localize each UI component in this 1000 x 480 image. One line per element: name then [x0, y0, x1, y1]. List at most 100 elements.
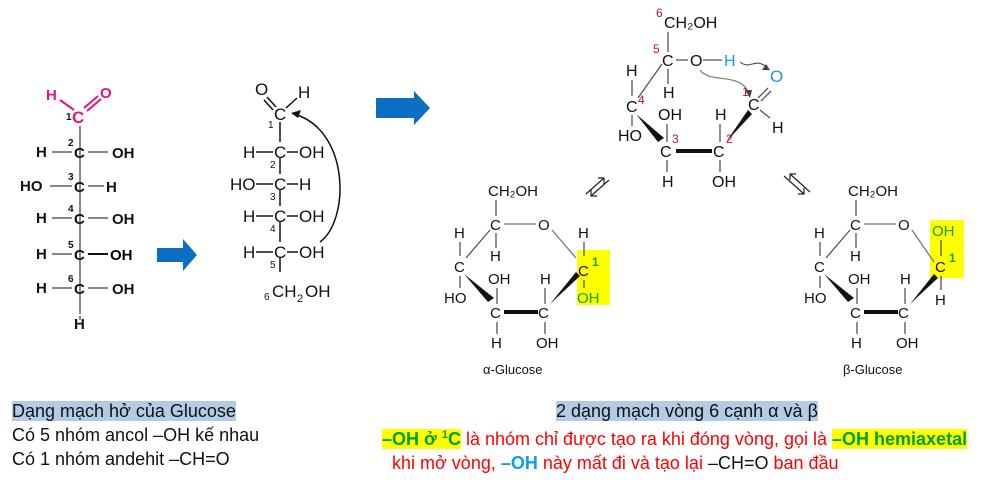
svg-text:6: 6: [264, 292, 270, 303]
svg-text:H: H: [715, 107, 727, 124]
right-caption-line-1: –OH ở 1C là nhóm chỉ được tạo ra khi đón…: [382, 429, 968, 449]
alpha-glucose-label: α-Glucose: [483, 362, 543, 377]
beta-glucose-label: β-Glucose: [843, 362, 903, 377]
svg-text:2: 2: [726, 132, 733, 146]
svg-text:H: H: [814, 225, 825, 242]
svg-text:C: C: [274, 143, 286, 162]
svg-text:CH₂OH: CH₂OH: [664, 15, 717, 32]
svg-text:C: C: [626, 99, 638, 116]
svg-text:O: O: [255, 80, 268, 99]
svg-text:H: H: [454, 225, 465, 242]
fischer-row-2: H 2 C OH: [36, 138, 135, 162]
svg-text:C: C: [274, 243, 286, 262]
svg-text:5: 5: [653, 42, 660, 56]
glucose-open-chain-fischer: H O 1 C H 2 C OH HO 3 C H H 4 C OH H 5 C…: [20, 85, 135, 333]
svg-text:H: H: [36, 246, 47, 263]
oh-c1-highlight: –OH ở 1C: [382, 429, 461, 449]
svg-text:H: H: [850, 248, 861, 265]
svg-text:1: 1: [949, 251, 956, 265]
svg-text:OH: OH: [712, 174, 736, 191]
ring-forms-title: 2 dạng mạch vòng 6 cạnh α và β: [556, 401, 818, 421]
svg-text:6: 6: [68, 274, 74, 285]
svg-text:CH: CH: [272, 282, 297, 301]
svg-text:3: 3: [672, 132, 679, 146]
svg-text:OH: OH: [658, 107, 682, 124]
aldehyde-c: C: [72, 108, 84, 127]
svg-text:C: C: [898, 305, 909, 322]
svg-text:OH: OH: [299, 243, 325, 262]
svg-text:3: 3: [68, 172, 74, 183]
svg-text:H: H: [36, 210, 47, 227]
svg-text:H: H: [900, 271, 911, 288]
svg-text:H: H: [243, 207, 255, 226]
svg-text:C: C: [454, 259, 465, 276]
right-arrow-large-icon: [376, 91, 430, 125]
svg-text:OH: OH: [305, 282, 331, 301]
svg-text:OH: OH: [577, 290, 600, 307]
svg-text:2: 2: [270, 160, 276, 171]
svg-text:C: C: [74, 247, 85, 264]
svg-text:H: H: [106, 179, 117, 196]
c1-highlight: [577, 250, 610, 305]
svg-text:H: H: [851, 335, 862, 352]
fischer-row-6: H 6 C OH: [36, 274, 135, 298]
open-chain-note-2: Có 1 nhóm andehit –CH=O: [12, 449, 230, 469]
aldehyde-h: H: [46, 87, 57, 104]
svg-text:5: 5: [68, 240, 74, 251]
svg-text:OH: OH: [299, 207, 325, 226]
svg-text:4: 4: [270, 224, 276, 235]
svg-text:C: C: [274, 105, 286, 124]
svg-text:H: H: [36, 280, 47, 297]
right-caption-title: 2 dạng mạch vòng 6 cạnh α và β: [556, 399, 818, 423]
svg-text:C: C: [490, 217, 501, 234]
fischer-row-4: H 4 C OH: [36, 204, 135, 228]
svg-text:H: H: [491, 335, 502, 352]
svg-text:2: 2: [297, 293, 303, 305]
svg-text:4: 4: [68, 204, 74, 215]
hemiacetal-highlight: –OH hemiaxetal: [832, 429, 968, 449]
svg-text:H: H: [36, 144, 47, 161]
svg-text:C: C: [578, 263, 589, 280]
svg-text:1: 1: [742, 85, 749, 99]
alpha-glucose-structure: CH₂OH C O H H C HO C OH H C H OH H C 1 O…: [444, 183, 610, 377]
cyclization-curved-arrow: [293, 113, 341, 243]
svg-text:H: H: [663, 85, 675, 102]
c1-highlight: [930, 220, 964, 278]
svg-text:H: H: [935, 292, 946, 309]
open-chain-title: Dạng mạch hở của Glucose: [12, 401, 236, 421]
svg-text:C: C: [74, 179, 85, 196]
svg-text:HO: HO: [230, 175, 256, 194]
svg-text:1: 1: [268, 120, 274, 131]
svg-text:OH: OH: [932, 223, 955, 240]
right-caption-line-2: khi mở vòng, –OH này mất đi và tạo lại –…: [392, 453, 839, 473]
glucose-ring-closing-haworth: 6 CH₂OH 5 C O H O H H C 4 HO C 3 OH H C …: [618, 6, 784, 191]
svg-text:O: O: [690, 53, 702, 70]
svg-text:HO: HO: [804, 290, 827, 307]
svg-text:C: C: [274, 207, 286, 226]
aldehyde-o: O: [100, 85, 112, 102]
svg-text:C: C: [74, 145, 85, 162]
svg-text:OH: OH: [488, 271, 511, 288]
svg-text:CH₂OH: CH₂OH: [488, 183, 538, 200]
svg-text:C: C: [662, 53, 674, 70]
left-caption: Dạng mạch hở của Glucose Có 5 nhóm ancol…: [12, 399, 259, 471]
svg-text:C: C: [935, 259, 946, 276]
fischer-row-3: HO 3 C H: [20, 172, 117, 196]
equilibrium-arrow-left-icon: [585, 177, 610, 197]
svg-text:H: H: [540, 271, 551, 288]
svg-text:H: H: [243, 143, 255, 162]
svg-text:5: 5: [270, 260, 276, 271]
svg-text:C: C: [74, 211, 85, 228]
svg-text:H: H: [626, 63, 638, 80]
svg-text:H: H: [74, 316, 85, 333]
svg-text:O: O: [898, 217, 910, 234]
svg-text:3: 3: [270, 192, 276, 203]
svg-text:CH₂OH: CH₂OH: [848, 183, 898, 200]
svg-text:OH: OH: [896, 335, 919, 352]
svg-text:HO: HO: [618, 128, 642, 145]
svg-text:C: C: [748, 97, 760, 114]
svg-text:H: H: [662, 174, 674, 191]
open-chain-note-1: Có 5 nhóm ancol –OH kế nhau: [12, 425, 260, 445]
svg-text:H: H: [299, 175, 311, 194]
svg-text:C: C: [74, 281, 85, 298]
